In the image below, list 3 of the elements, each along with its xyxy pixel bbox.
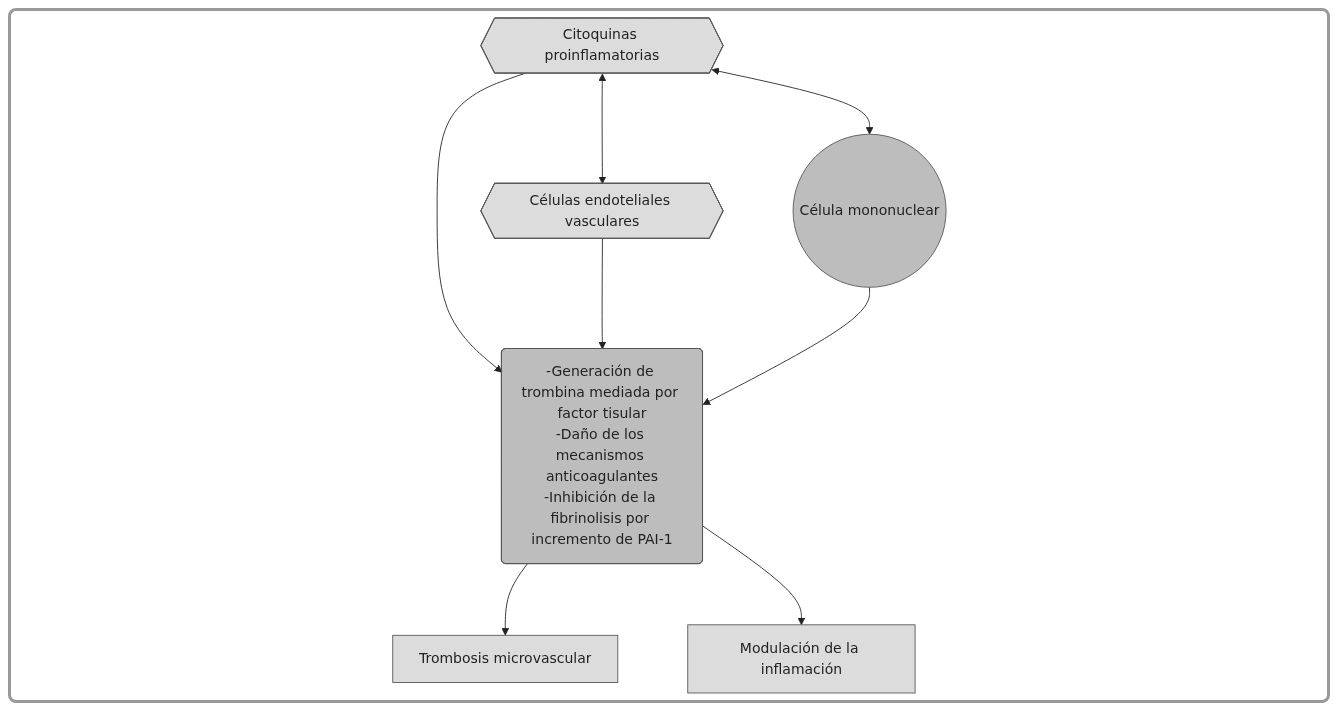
node-circle: Célula mononuclear bbox=[792, 133, 947, 288]
node-box: Modulación de la inflamación bbox=[686, 624, 916, 694]
node-box: Trombosis microvascular bbox=[391, 634, 618, 683]
